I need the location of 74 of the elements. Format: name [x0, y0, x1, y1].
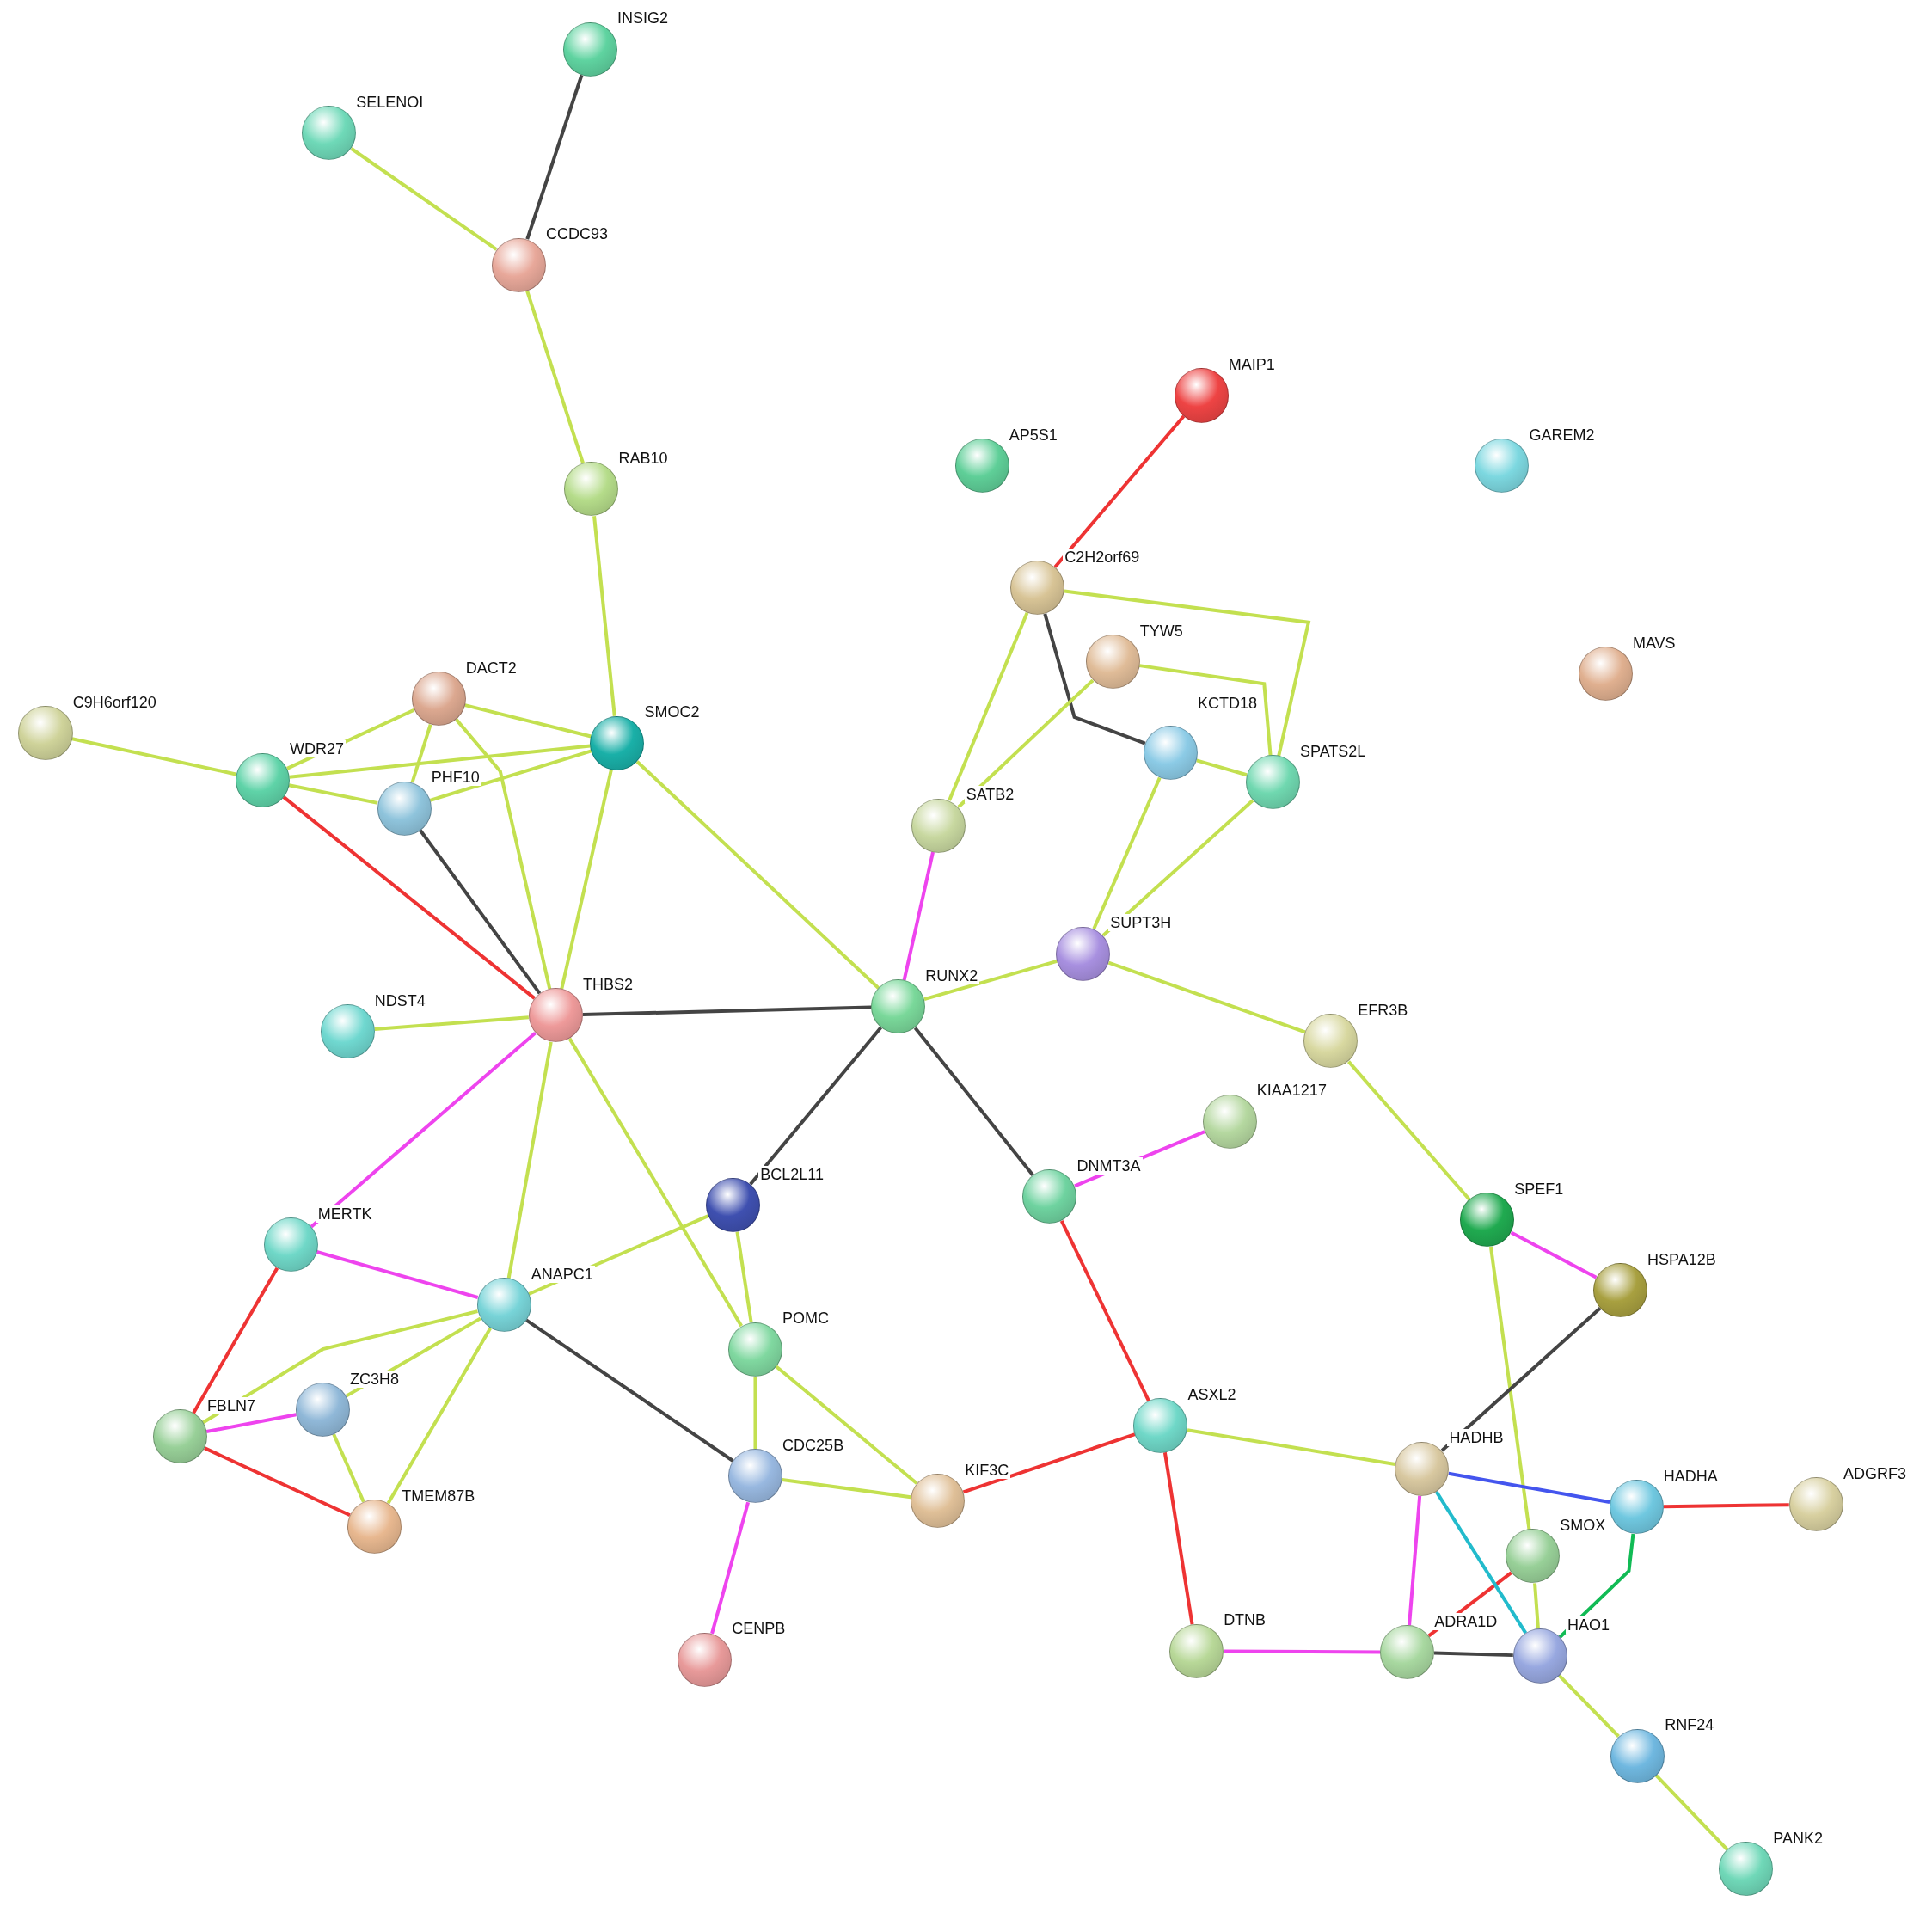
interaction-line	[525, 290, 586, 464]
interaction-line	[1053, 414, 1186, 568]
interaction-line	[913, 1027, 1034, 1177]
interaction-line	[1346, 1060, 1471, 1201]
interaction-line	[582, 1005, 872, 1017]
interaction-line	[1663, 1503, 1789, 1509]
interaction-line	[782, 1478, 911, 1500]
interaction-line	[1043, 613, 1146, 745]
interaction-line	[1196, 758, 1248, 777]
node-label: ZC3H8	[348, 1370, 402, 1388]
node-label: ADRA1D	[1432, 1612, 1500, 1630]
interaction-line	[1440, 1307, 1602, 1452]
interaction-line	[310, 1031, 537, 1229]
interaction-line	[592, 516, 616, 716]
interaction-line	[205, 1413, 297, 1433]
interaction-line	[202, 1309, 478, 1425]
interaction-line	[455, 718, 552, 990]
interaction-line	[567, 1037, 743, 1328]
interaction-line	[419, 829, 542, 995]
interaction-line	[923, 959, 1058, 1002]
interaction-line	[1654, 1774, 1729, 1851]
interaction-line	[902, 851, 935, 981]
node-label: HAO1	[1565, 1616, 1611, 1635]
interaction-line	[1488, 1246, 1531, 1530]
interaction-line	[204, 1446, 351, 1518]
interaction-line	[775, 1365, 918, 1485]
interaction-line	[957, 678, 1095, 808]
interaction-line	[386, 1327, 492, 1505]
interaction-line	[1224, 1649, 1380, 1654]
interaction-line	[525, 74, 584, 240]
interaction-line	[710, 1501, 750, 1635]
interaction-line	[282, 795, 536, 1000]
interaction-line	[735, 1231, 753, 1323]
interaction-line	[1187, 1428, 1395, 1466]
interaction-line	[1064, 589, 1311, 757]
interaction-line	[1162, 1451, 1194, 1625]
interaction-line	[962, 1432, 1136, 1494]
interaction-line	[71, 737, 236, 776]
interaction-line	[1558, 1533, 1635, 1639]
interaction-line	[525, 1318, 734, 1463]
interaction-line	[289, 744, 591, 779]
interaction-line	[1101, 799, 1254, 937]
interaction-line	[1557, 1674, 1620, 1738]
interaction-line	[332, 1433, 365, 1503]
interaction-line	[350, 147, 498, 251]
interaction-line	[749, 1026, 883, 1186]
interaction-line	[560, 769, 613, 990]
interaction-line	[1510, 1230, 1598, 1279]
interaction-line	[1448, 1471, 1610, 1505]
interaction-line	[192, 1267, 279, 1414]
node-label: HADHB	[1447, 1429, 1506, 1447]
interaction-line	[410, 724, 432, 783]
interaction-line	[429, 749, 592, 802]
node-label: WDR27	[287, 740, 346, 758]
interaction-line	[1107, 960, 1306, 1034]
interaction-line	[374, 1015, 530, 1032]
interaction-line	[1408, 1495, 1422, 1626]
node-label: ANAPC1	[529, 1265, 595, 1283]
interaction-line	[635, 760, 880, 990]
node-label: DNMT3A	[1075, 1156, 1143, 1175]
interaction-line	[1434, 1651, 1513, 1658]
node-label: MERTK	[316, 1205, 374, 1223]
interaction-line	[948, 611, 1029, 801]
interaction-line	[1434, 1490, 1528, 1635]
interaction-line	[506, 1041, 553, 1279]
interaction-line	[288, 783, 378, 805]
node-label: SATB2	[964, 786, 1016, 804]
interaction-line	[753, 1376, 757, 1450]
interaction-line	[1092, 776, 1162, 930]
interaction-line	[1533, 1583, 1540, 1629]
interaction-line	[316, 1250, 479, 1299]
interaction-line	[1138, 664, 1273, 756]
interaction-line	[1059, 1220, 1150, 1402]
interaction-line	[464, 703, 592, 739]
